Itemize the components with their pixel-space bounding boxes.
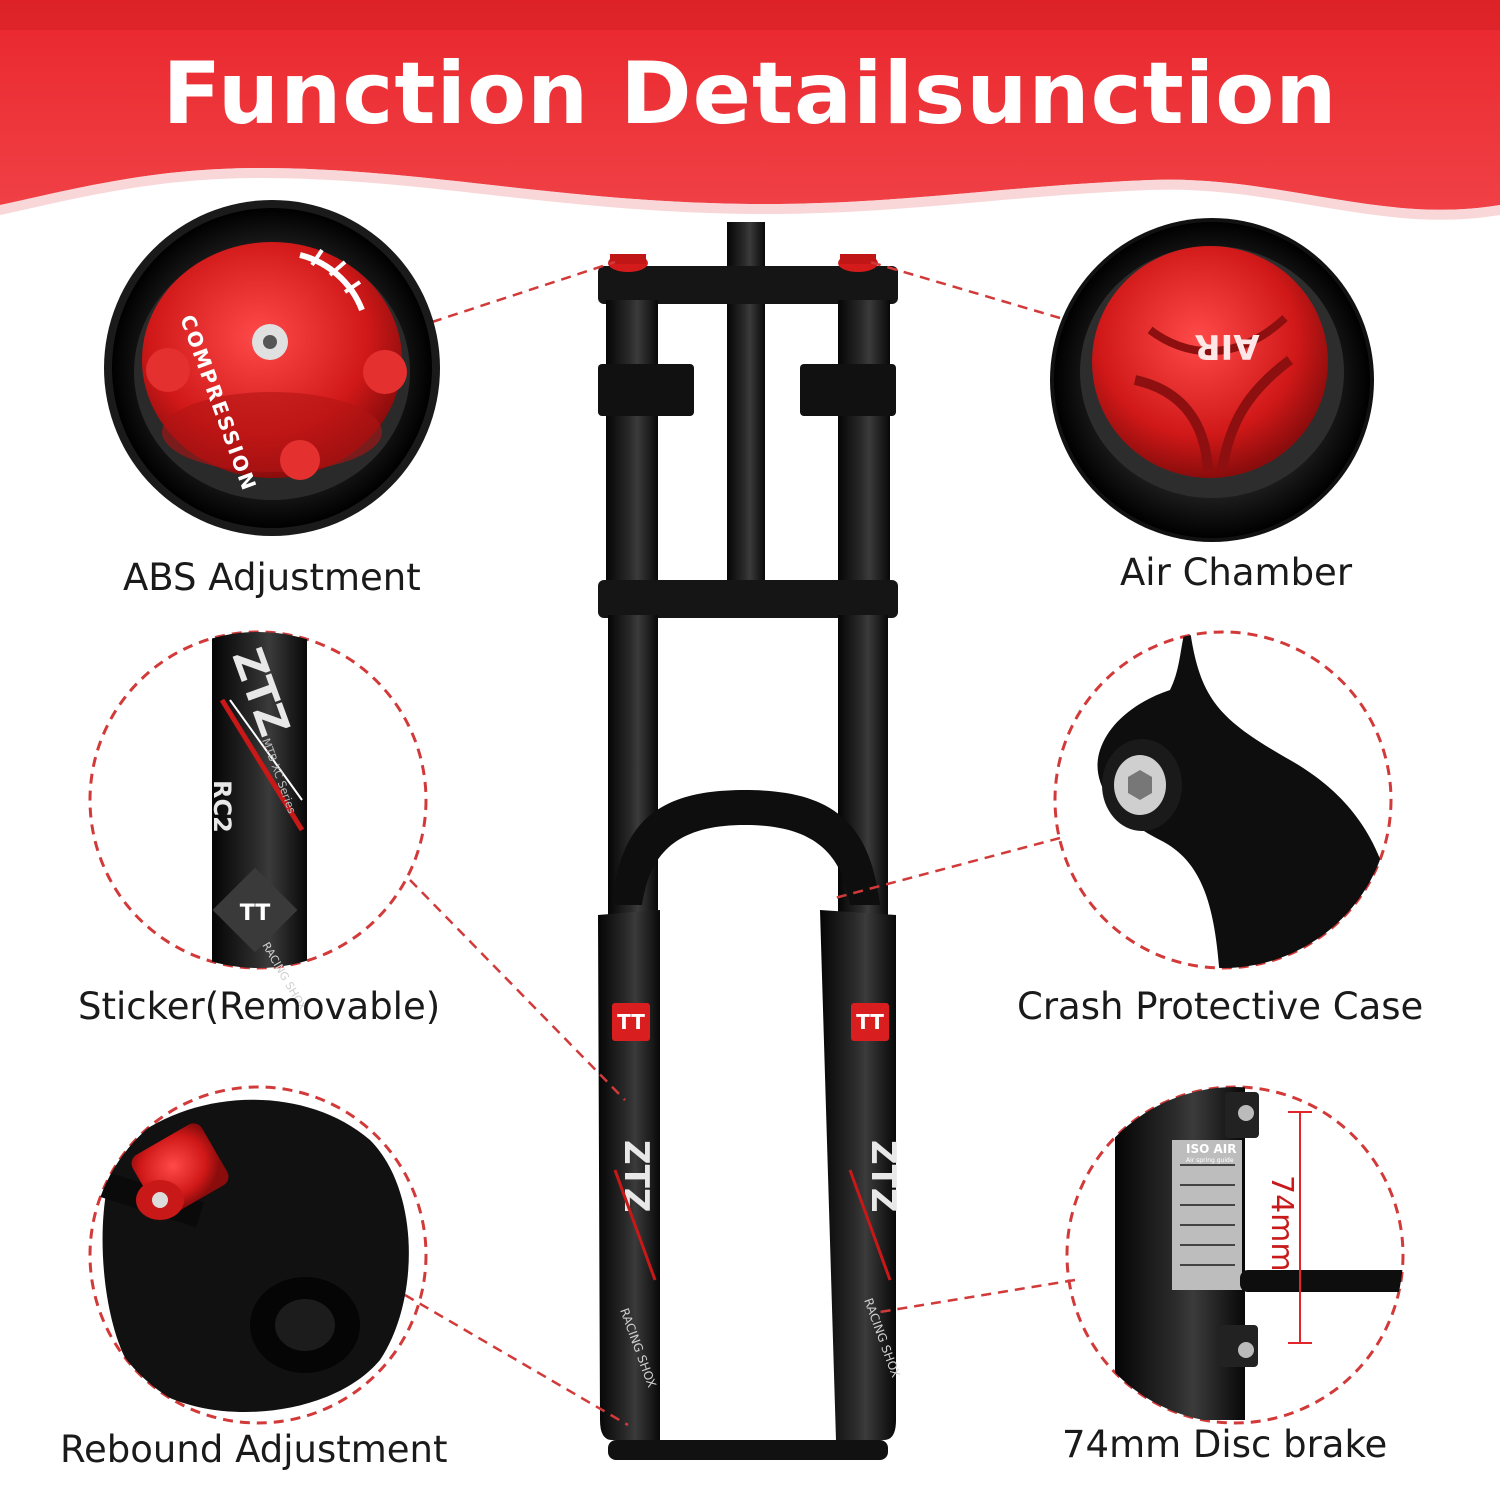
caption-disc-brake: 74mm Disc brake <box>1062 1423 1388 1466</box>
sticker-model: RC2 <box>208 780 236 833</box>
air-text: AIR <box>1194 326 1259 366</box>
caption-crash-case: Crash Protective Case <box>1017 985 1424 1028</box>
header-banner <box>0 0 1500 220</box>
iso-air-label: ISO AIR <box>1186 1142 1236 1156</box>
page-title: Function Detailsunction <box>162 44 1338 144</box>
measure-74mm: 74mm <box>1264 1175 1299 1272</box>
svg-text:TT: TT <box>240 901 271 926</box>
caption-abs-adjustment: ABS Adjustment <box>123 556 421 599</box>
iso-air-sub: Air spring guide <box>1186 1157 1234 1164</box>
caption-sticker: Sticker(Removable) <box>78 985 441 1028</box>
caption-air-chamber: Air Chamber <box>1120 551 1353 594</box>
svg-text:TT: TT <box>617 1010 645 1034</box>
suspension-fork: TT TT ZTZ ZTZ RACING SHOX RACING SHOX <box>598 222 903 1460</box>
svg-text:TT: TT <box>856 1010 884 1034</box>
caption-rebound-adjustment: Rebound Adjustment <box>60 1428 448 1471</box>
fork-brand-right: ZTZ <box>863 1140 903 1213</box>
disc-mount-detail: ISO AIR Air spring guide 74mm <box>1065 1085 1405 1425</box>
fork-brand-left: ZTZ <box>616 1140 656 1213</box>
air-cap-detail: AIR <box>1050 218 1374 542</box>
sticker-detail: TT ZTZ MTB XC Series RC2 RACING SHOX <box>88 630 428 1013</box>
rebound-knob-detail <box>88 1085 428 1425</box>
compression-knob-detail: COMPRESSION <box>104 200 440 536</box>
callout-lines <box>404 260 1076 1427</box>
crash-guard-detail <box>1053 630 1393 970</box>
